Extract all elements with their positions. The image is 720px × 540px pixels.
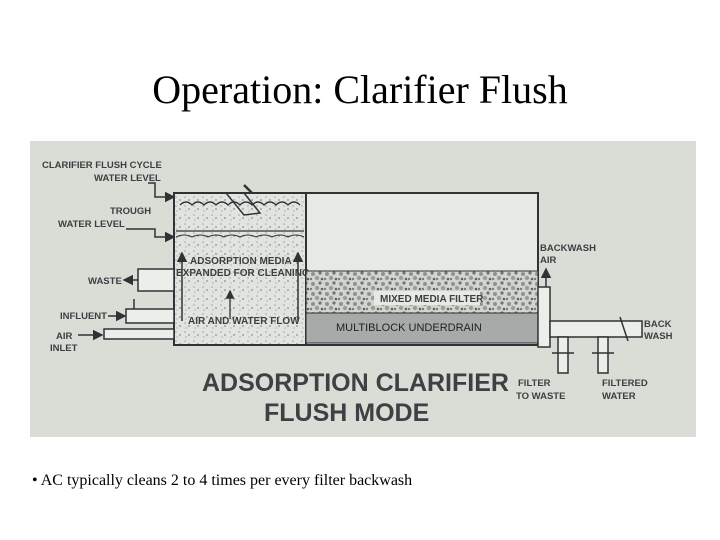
label-trough-2: WATER LEVEL bbox=[58, 219, 125, 230]
label-multiblock-underdrain: MULTIBLOCK UNDERDRAIN bbox=[336, 322, 482, 334]
effluent-header bbox=[549, 320, 643, 338]
label-air-inlet-1: AIR bbox=[56, 331, 73, 342]
filter-to-waste-pipe bbox=[557, 336, 569, 374]
label-adsorption-media-1: ADSORPTION MEDIA bbox=[190, 256, 292, 267]
label-clarifier-flush-2: WATER LEVEL bbox=[94, 173, 161, 184]
clarifier-diagram: CLARIFIER FLUSH CYCLE WATER LEVEL TROUGH… bbox=[30, 141, 696, 437]
bullet-point: • AC typically cleans 2 to 4 times per e… bbox=[32, 472, 413, 489]
waste-outlet bbox=[137, 268, 175, 292]
label-mixed-media-filter: MIXED MEDIA FILTER bbox=[380, 294, 484, 305]
label-backwash-air-1: BACKWASH bbox=[540, 243, 596, 254]
label-waste: WASTE bbox=[88, 276, 122, 287]
clarifier-chamber bbox=[173, 192, 307, 346]
air-inlet-pipe bbox=[103, 328, 175, 340]
mixed-media-label-bg bbox=[374, 291, 480, 305]
label-filter-to-waste-2: TO WASTE bbox=[516, 391, 565, 402]
media-surface bbox=[175, 234, 305, 238]
label-filtered-water-1: FILTERED bbox=[602, 378, 648, 389]
back-wash-valve bbox=[619, 316, 629, 342]
label-backwash-air-2: AIR bbox=[540, 255, 557, 266]
pointer-trough-level bbox=[126, 228, 176, 243]
trough-baffle bbox=[243, 184, 253, 194]
filtered-water-pipe bbox=[597, 336, 609, 374]
label-clarifier-flush-1: CLARIFIER FLUSH CYCLE bbox=[42, 160, 162, 171]
label-back-wash-2: WASH bbox=[644, 331, 673, 342]
label-trough-1: TROUGH bbox=[110, 206, 151, 217]
slide-title: Operation: Clarifier Flush bbox=[152, 67, 568, 112]
flush-water-surface bbox=[179, 201, 301, 206]
label-filtered-water-2: WATER bbox=[602, 391, 636, 402]
backwash-riser bbox=[537, 286, 551, 348]
influent-pipe bbox=[125, 308, 175, 324]
pointer-flush-level bbox=[148, 182, 176, 203]
caption-line2: FLUSH MODE bbox=[264, 399, 429, 427]
label-filter-to-waste-1: FILTER bbox=[518, 378, 551, 389]
label-air-inlet-2: INLET bbox=[50, 343, 78, 354]
caption-line1: ADSORPTION CLARIFIER bbox=[202, 369, 509, 397]
trough bbox=[224, 192, 262, 216]
multiblock-underdrain bbox=[305, 312, 539, 344]
label-back-wash-1: BACK bbox=[644, 319, 672, 330]
label-influent: INFLUENT bbox=[60, 311, 107, 322]
label-adsorption-media-2: EXPANDED FOR CLEANING bbox=[176, 268, 310, 279]
label-air-water-flow: AIR AND WATER FLOW bbox=[188, 316, 300, 327]
